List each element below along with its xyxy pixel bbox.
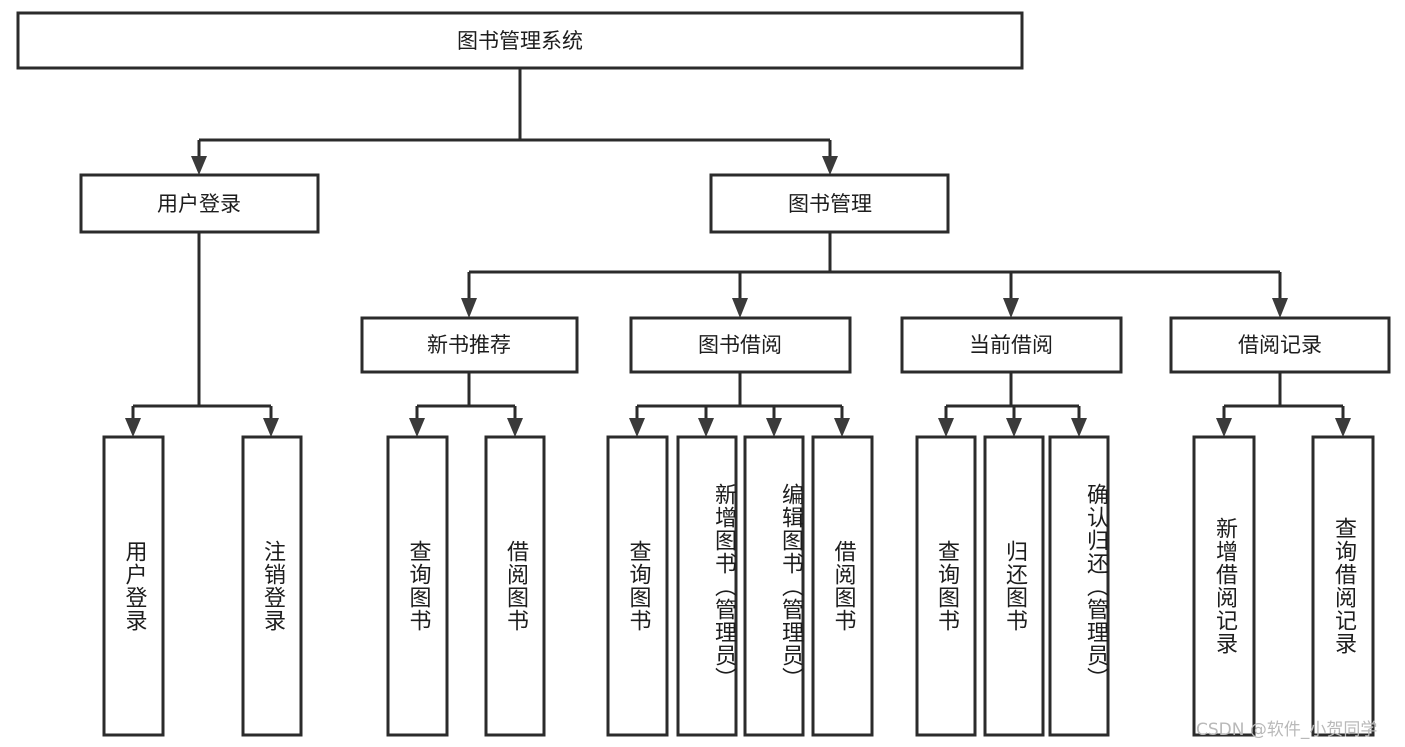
node-book-borrow[interactable]: 图书借阅	[629, 316, 852, 374]
connector-book-borrow-to-leaves	[629, 372, 850, 437]
leaf-box-borrow-book-1[interactable]	[484, 435, 546, 737]
watermark-text: CSDN @软件_小贺同学	[1196, 720, 1378, 740]
leaf-box-return-book[interactable]	[983, 435, 1045, 737]
node-current-borrow-label: 当前借阅	[969, 333, 1053, 357]
node-root-label: 图书管理系统	[457, 29, 583, 53]
connector-new-book-to-leaves	[409, 372, 523, 437]
node-user-login[interactable]: 用户登录	[79, 173, 320, 234]
leaf-box-query-book-3[interactable]	[915, 435, 977, 737]
node-current-borrow[interactable]: 当前借阅	[900, 316, 1123, 374]
leaf-box-add-book-admin[interactable]	[676, 435, 738, 737]
connector-borrow-record-to-leaves	[1216, 372, 1351, 437]
leaf-box-user-login[interactable]	[102, 435, 165, 737]
node-user-login-label: 用户登录	[157, 192, 241, 216]
connector-current-borrow-to-leaves	[938, 372, 1087, 437]
node-new-book-recommend[interactable]: 新书推荐	[360, 316, 579, 374]
leaf-box-group	[102, 435, 1375, 737]
leaf-box-borrow-book-2[interactable]	[811, 435, 874, 737]
connector-root-to-level2	[191, 68, 838, 175]
leaf-box-query-book-2[interactable]	[606, 435, 669, 737]
leaf-box-logout[interactable]	[241, 435, 303, 737]
node-book-borrow-label: 图书借阅	[698, 333, 782, 357]
leaf-box-edit-book-admin[interactable]	[743, 435, 805, 737]
node-new-book-recommend-label: 新书推荐	[427, 333, 511, 357]
node-book-management-label: 图书管理	[788, 192, 872, 216]
leaf-box-query-book-1[interactable]	[386, 435, 449, 737]
leaf-box-query-borrow-record[interactable]	[1311, 435, 1375, 737]
connector-user-login-to-leaves	[125, 232, 279, 437]
node-book-management[interactable]: 图书管理	[709, 173, 950, 234]
connector-book-mgmt-to-level3	[461, 232, 1288, 318]
node-root-book-management-system[interactable]: 图书管理系统	[16, 11, 1024, 70]
leaf-box-add-borrow-record[interactable]	[1192, 435, 1256, 737]
leaf-box-confirm-return[interactable]	[1048, 435, 1110, 737]
node-borrow-record[interactable]: 借阅记录	[1169, 316, 1391, 374]
node-borrow-record-label: 借阅记录	[1238, 333, 1322, 357]
